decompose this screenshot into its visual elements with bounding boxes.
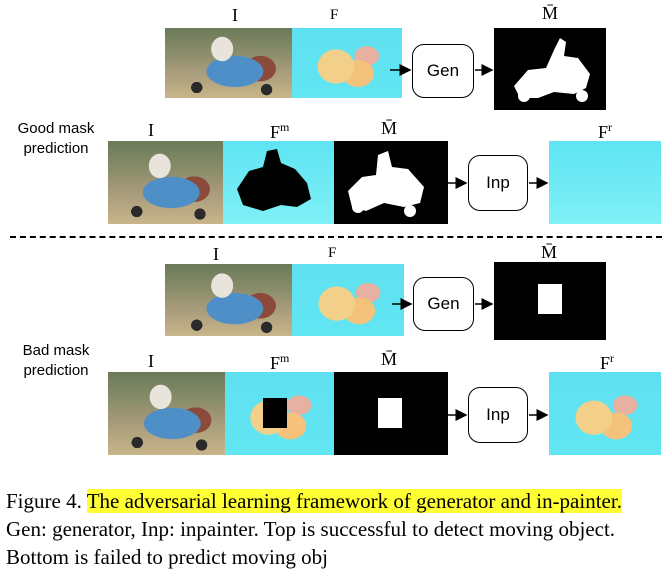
figure-caption: Figure 4. The adversarial learning frame… [6,487,666,571]
caption-prefix: Figure 4. [6,489,87,513]
caption-rest: Gen: generator, Inp: inpainter. Top is s… [6,517,615,569]
caption-highlight: The adversarial learning framework of ge… [87,489,622,513]
flow-arrows [0,0,671,470]
